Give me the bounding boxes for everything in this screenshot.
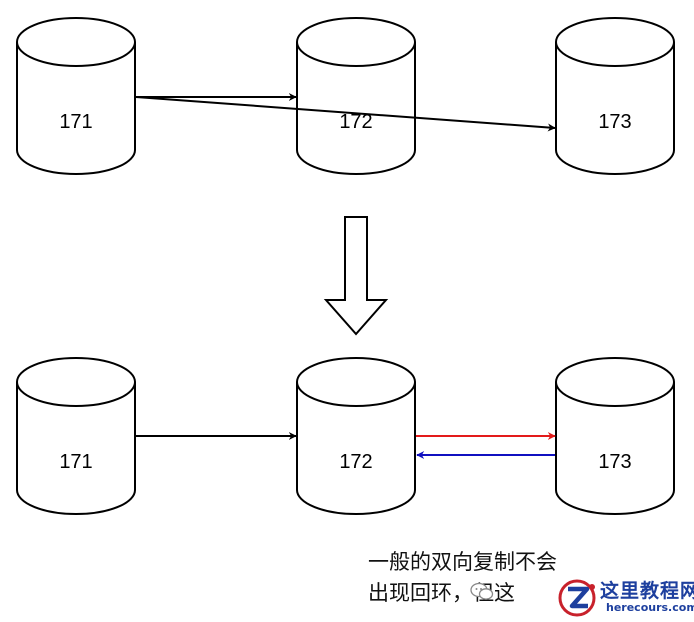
bottom-node-172-label: 172 <box>339 451 372 473</box>
watermark-url: herecours.com <box>606 601 694 614</box>
transition-down-arrow <box>323 216 389 336</box>
top-node-172: 172 <box>296 17 416 175</box>
bottom-node-173-label: 173 <box>598 451 631 473</box>
caption-line-1: 一般的双向复制不会 <box>368 550 557 574</box>
bottom-node-171: 171 <box>16 357 136 515</box>
top-node-171: 171 <box>16 17 136 175</box>
top-edge-171-173 <box>135 96 556 132</box>
top-node-171-label: 171 <box>59 111 92 133</box>
bottom-node-172: 172 <box>296 357 416 515</box>
top-node-173-label: 173 <box>598 111 631 133</box>
bottom-node-173: 173 <box>555 357 675 515</box>
top-node-172-label: 172 <box>339 111 372 133</box>
bottom-node-171-label: 171 <box>59 451 92 473</box>
watermark-title: 这里教程网 <box>600 580 694 602</box>
watermark-logo-icon <box>558 579 596 617</box>
top-node-173: 173 <box>555 17 675 175</box>
wechat-icon <box>470 582 494 600</box>
